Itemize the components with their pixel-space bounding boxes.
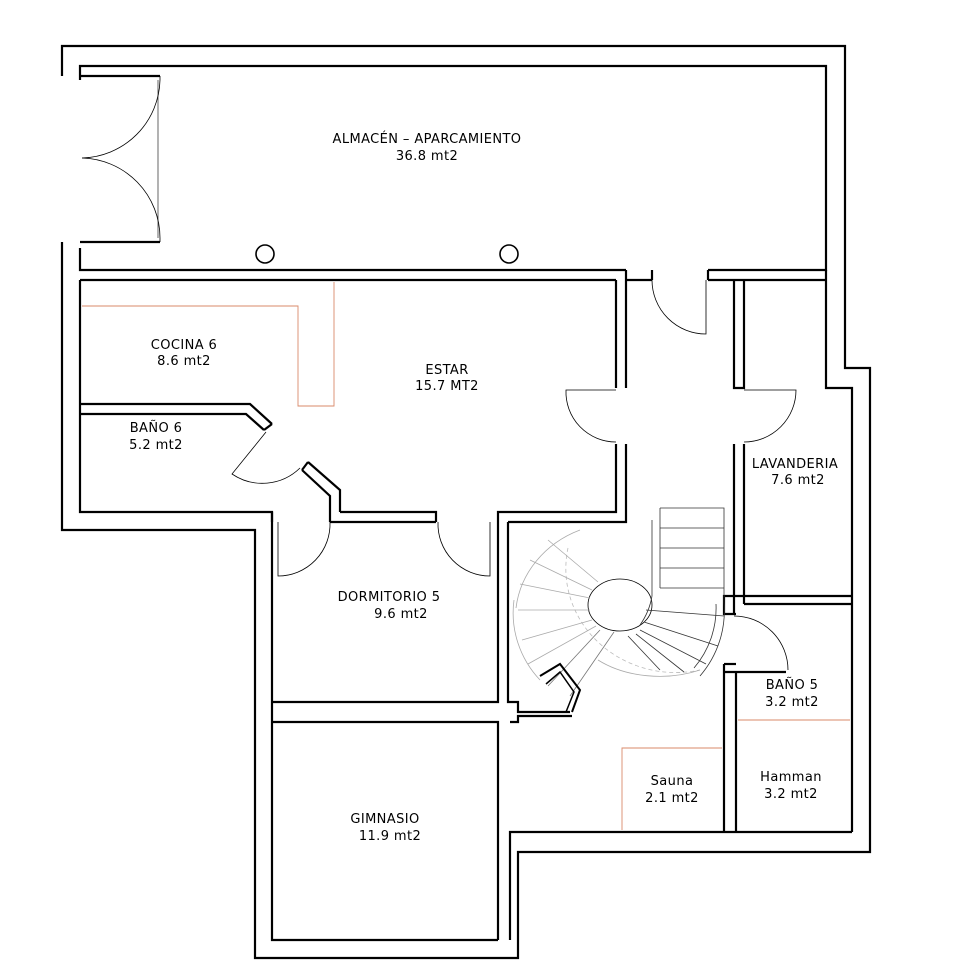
stair-handrail xyxy=(539,662,582,713)
stair-lower-ring xyxy=(597,659,701,677)
kitchen-counter xyxy=(82,282,335,407)
stair-mid-ring xyxy=(512,599,541,681)
garage-door-lower xyxy=(81,157,161,242)
room-name-gimnasio: GIMNASIO xyxy=(350,812,419,827)
lavanderia-door xyxy=(743,389,797,443)
wall-seg xyxy=(301,469,332,522)
room-name-estar: ESTAR xyxy=(425,363,468,378)
flight-tread xyxy=(645,609,725,617)
flight-tread xyxy=(627,635,661,671)
room-name-bano6: BAÑO 6 xyxy=(130,420,183,436)
room-area-bano6: 5.2 mt2 xyxy=(129,438,183,453)
stair-tread xyxy=(519,583,591,599)
flight-tread xyxy=(635,633,685,673)
room-area-bano5: 3.2 mt2 xyxy=(765,695,819,710)
bottom-right-inner xyxy=(508,830,852,940)
outer-wall-outline xyxy=(60,44,872,960)
wall-seg xyxy=(80,402,273,425)
room-area-hamman: 3.2 mt2 xyxy=(764,787,818,802)
room-name-bano5: BAÑO 5 xyxy=(766,677,819,693)
room-area-cocina: 8.6 mt2 xyxy=(157,354,211,369)
wall-seg xyxy=(80,412,265,431)
room-area-gimnasio: 11.9 mt2 xyxy=(359,829,421,844)
outer-wall-inner-right xyxy=(824,270,854,832)
hall-door xyxy=(651,279,707,335)
stair-tread xyxy=(547,539,599,583)
staircase xyxy=(512,507,725,713)
bano6-door xyxy=(231,431,301,484)
flight-tread xyxy=(639,629,707,665)
room-area-sauna: 2.1 mt2 xyxy=(645,791,699,806)
stair-outer-ring xyxy=(515,529,581,609)
stair-handrail-inner xyxy=(545,670,575,713)
wall-seg xyxy=(506,522,570,714)
bano5-door xyxy=(733,615,789,671)
room-name-dormitorio: DORMITORIO 5 xyxy=(338,590,441,605)
room-name-sauna: Sauna xyxy=(651,774,694,789)
garage-door-upper xyxy=(81,76,161,159)
wall-seg xyxy=(340,510,438,522)
stair-tread xyxy=(521,619,593,641)
room-area-estar: 15.7 MT2 xyxy=(415,379,479,394)
stair-tread xyxy=(547,629,601,687)
column-left xyxy=(255,244,275,264)
flight-outline xyxy=(660,507,725,602)
flight-tread xyxy=(643,621,719,647)
room-labels: ALMACÉN – APARCAMIENTO 36.8 mt2 COCINA 6… xyxy=(129,131,838,844)
fixtures xyxy=(82,282,850,830)
room-area-lavanderia: 7.6 mt2 xyxy=(771,473,825,488)
wall-seg xyxy=(301,461,309,471)
flight-outer-curve xyxy=(699,601,725,677)
sauna-outline xyxy=(621,747,722,830)
room-name-almacen: ALMACÉN – APARCAMIENTO xyxy=(333,131,522,147)
stair-outer-arc xyxy=(565,547,701,673)
room-name-hamman: Hamman xyxy=(760,770,822,785)
doors xyxy=(81,76,797,671)
walls xyxy=(60,44,872,960)
flight-curve xyxy=(639,595,653,626)
estar-door xyxy=(565,389,617,443)
outer-wall-inner-line xyxy=(78,248,626,272)
dormitorio-door-right xyxy=(437,521,491,577)
room-name-lavanderia: LAVANDERIA xyxy=(752,457,838,472)
stair-tread xyxy=(527,625,597,665)
stair-newel xyxy=(587,578,653,632)
columns xyxy=(255,244,519,264)
wall-seg xyxy=(732,280,746,390)
room-area-almacen: 36.8 mt2 xyxy=(396,149,458,164)
stair-flight xyxy=(627,507,725,677)
wall-seg xyxy=(722,444,744,616)
column-right xyxy=(499,244,519,264)
wall-seg xyxy=(496,444,618,522)
wall-seg xyxy=(263,423,273,431)
wall-seg xyxy=(508,444,628,524)
wall-seg xyxy=(307,461,342,512)
room-name-cocina: COCINA 6 xyxy=(151,338,217,353)
wall-seg xyxy=(272,720,500,940)
flight-outer-curve-2 xyxy=(693,603,717,669)
stair-tread xyxy=(529,559,593,591)
wall-seg xyxy=(510,714,572,724)
wall-seg xyxy=(272,522,500,704)
outer-wall-inner-top xyxy=(78,64,828,272)
dormitorio-door-left xyxy=(277,521,331,577)
room-area-dormitorio: 9.6 mt2 xyxy=(374,607,428,622)
